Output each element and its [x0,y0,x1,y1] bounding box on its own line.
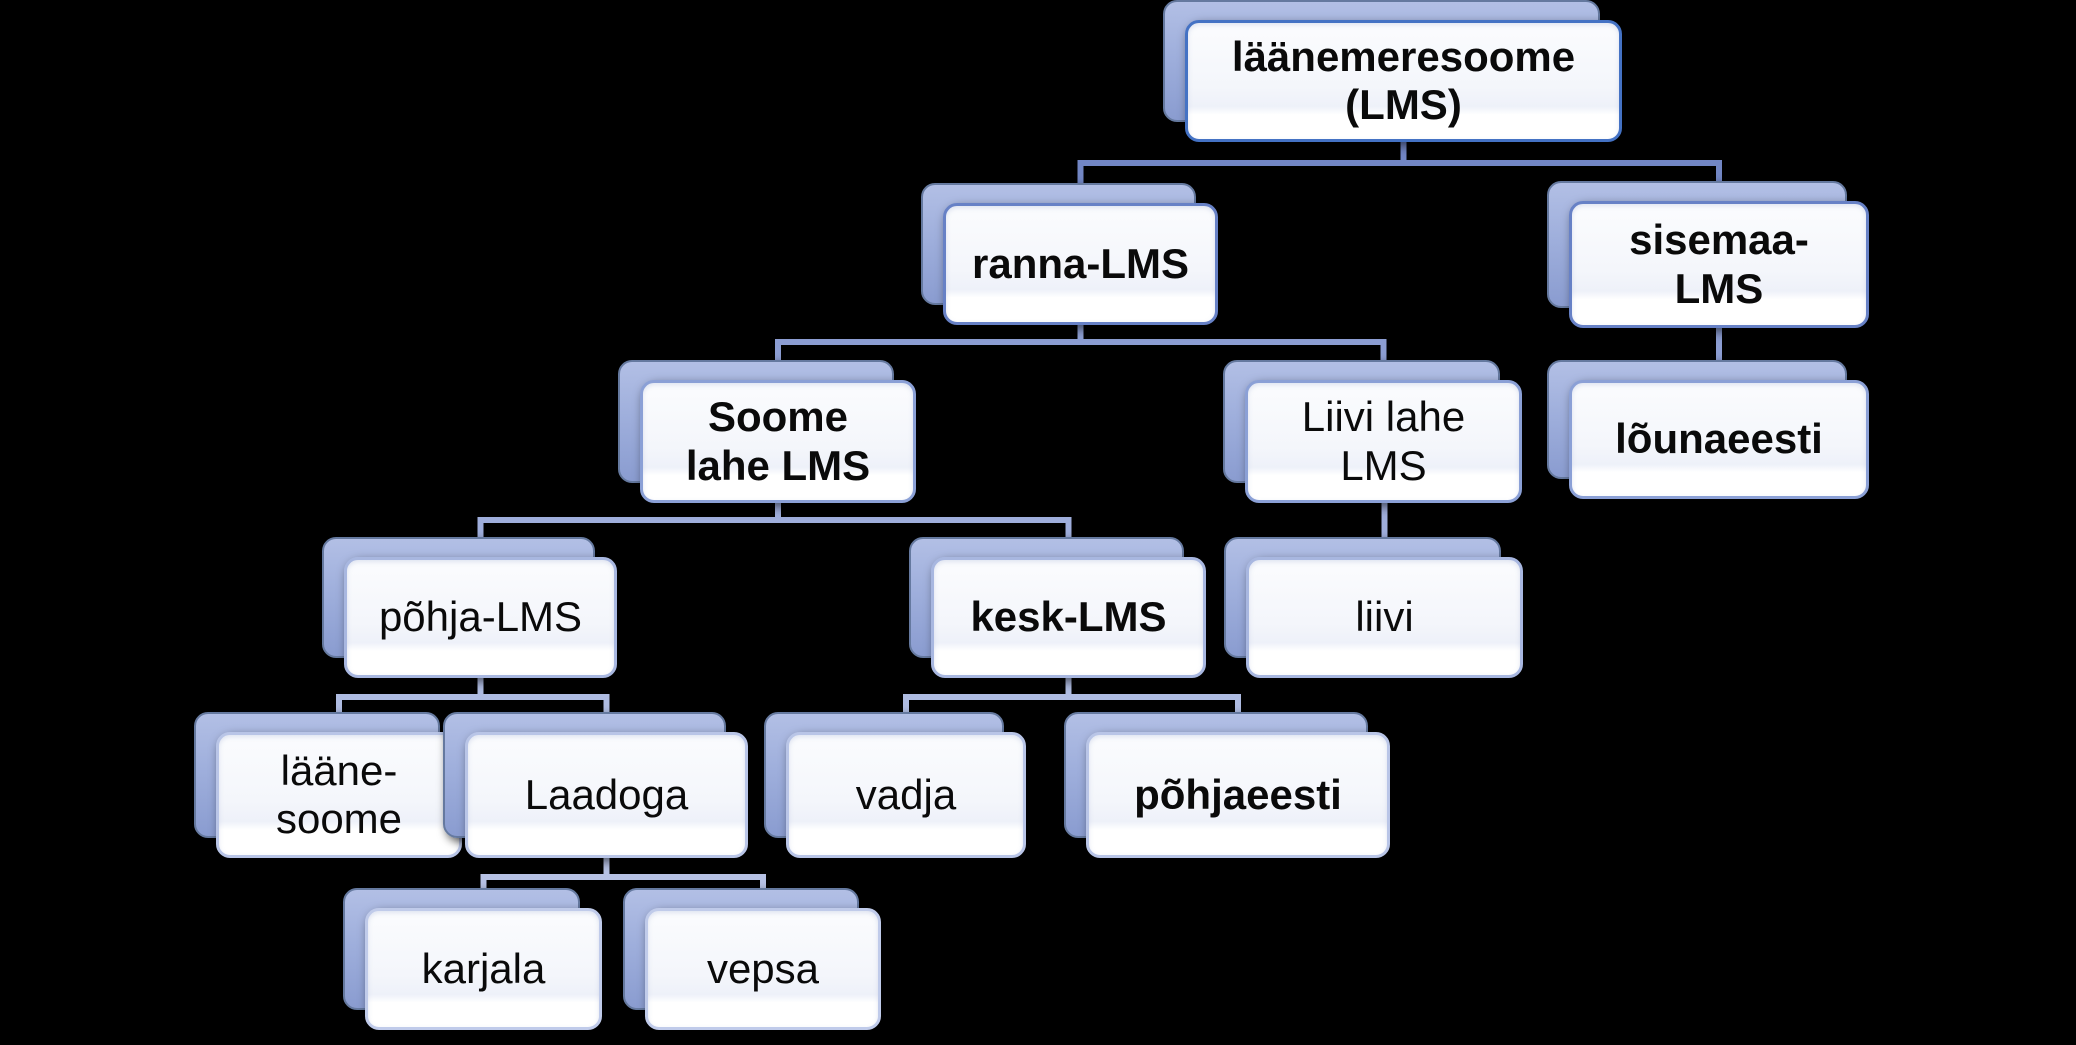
node-label: sisemaa- LMS [1629,216,1809,312]
node-label: ranna-LMS [971,239,1189,287]
node-box: Soome lahe LMS [640,380,916,503]
node-label: lääne- soome [275,746,403,842]
node-box: karjala [365,908,602,1030]
node-laadoga: Laadoga [443,712,748,858]
node-label: Soome lahe LMS [685,393,871,489]
node-label: põhja-LMS [378,593,583,641]
node-label: vadja [855,770,957,818]
node-vadja: vadja [764,712,1026,858]
node-liivi-lahe-lms: Liivi lahe LMS [1223,360,1522,503]
node-label: põhjaeesti [1134,770,1342,818]
node-box: läänemeresoome (LMS) [1185,20,1622,142]
node-box: sisemaa- LMS [1569,201,1869,328]
node-label: kesk-LMS [970,593,1167,641]
node-box: Liivi lahe LMS [1245,380,1522,503]
node-box: Laadoga [465,732,748,858]
node-box: vadja [786,732,1026,858]
node-box: lõunaeesti [1569,380,1869,499]
node-kesk-lms: kesk-LMS [909,537,1206,678]
node-karjala: karjala [343,888,602,1030]
node-pohja-lms: põhja-LMS [322,537,617,678]
node-liivi: liivi [1224,537,1523,678]
node-label: Liivi lahe LMS [1301,393,1466,489]
node-label: vepsa [706,944,820,992]
node-box: põhja-LMS [344,557,617,678]
node-label: liivi [1355,593,1414,641]
node-box: põhjaeesti [1086,732,1390,858]
node-sisemaa-lms: sisemaa- LMS [1547,181,1869,328]
node-ranna-lms: ranna-LMS [921,183,1218,325]
node-pohjaeesti: põhjaeesti [1064,712,1390,858]
node-soome-lahe-lms: Soome lahe LMS [618,360,916,503]
node-box: kesk-LMS [931,557,1206,678]
node-box: vepsa [645,908,881,1030]
node-laanemeresoome-lms: läänemeresoome (LMS) [1163,0,1622,142]
node-box: lääne- soome [216,732,462,858]
node-box: liivi [1246,557,1523,678]
node-vepsa: vepsa [623,888,881,1030]
node-laane-soome: lääne- soome [194,712,462,858]
node-label: lõunaeesti [1615,415,1823,463]
node-box: ranna-LMS [943,203,1218,325]
node-label: läänemeresoome (LMS) [1231,32,1576,128]
node-label: Laadoga [524,770,689,818]
node-label: karjala [421,944,546,992]
node-lounaeesti: lõunaeesti [1547,360,1869,499]
